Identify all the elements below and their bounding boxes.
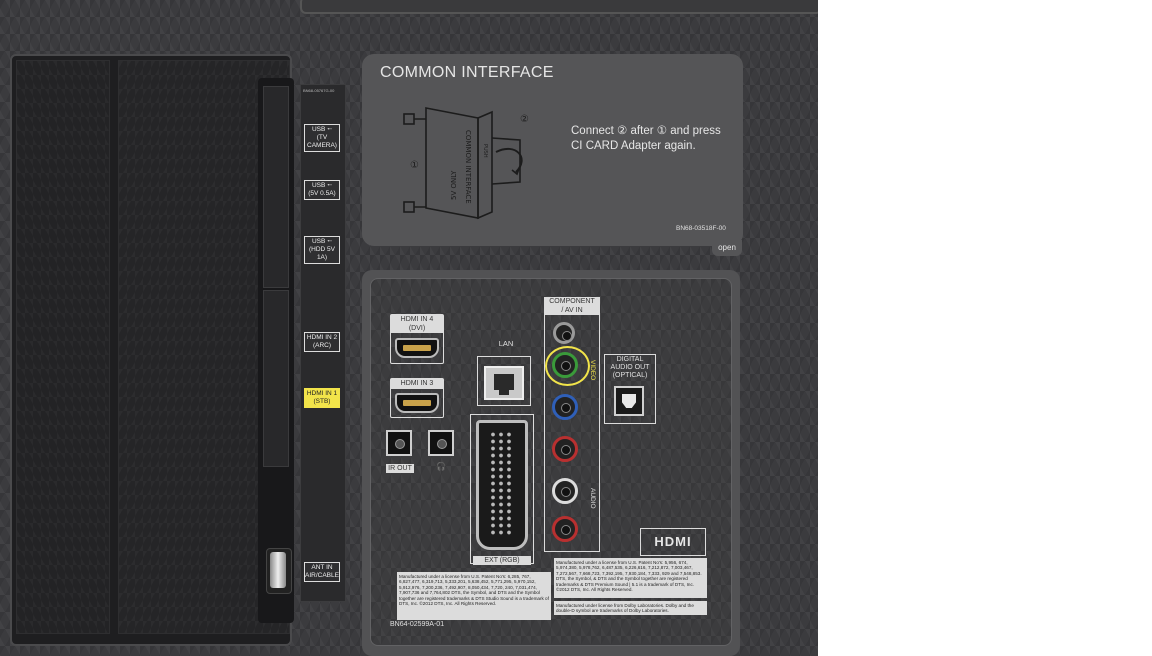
ci-card-text-3: 5V ONLY [450, 170, 458, 200]
hdmi-in-1-label: HDMI IN 1 (STB) [304, 388, 340, 408]
ant-label-title: ANT IN [311, 564, 333, 571]
legal-text-left: Manufactured under a license from U.S. P… [397, 572, 551, 620]
model-code: BN64-02599A-01 [390, 621, 445, 628]
ci-step2-text: ② [520, 114, 529, 125]
ci-card-text-2: PUSH [482, 144, 488, 158]
video-label: VIDEO [589, 360, 596, 381]
usb-label-sub: (5V 0.5A) [308, 190, 336, 197]
digital-label-line3: (OPTICAL) [612, 372, 648, 379]
ir-out-jack[interactable] [386, 430, 412, 456]
ant-in-label: ANT IN AIR/CABLE [304, 562, 340, 582]
audio-l-white-jack[interactable] [552, 478, 578, 504]
ci-instruction-line-1: Connect ② after ① and press [571, 125, 721, 137]
hdmi-logo: HDMI [640, 528, 706, 556]
hdmi-in-4-title: HDMI IN 4 [400, 316, 434, 323]
optical-port[interactable] [614, 386, 644, 416]
component-pr-red-jack[interactable] [552, 436, 578, 462]
hdmi-in-4-sub: (DVI) [408, 325, 426, 332]
headphone-jack[interactable] [428, 430, 454, 456]
hdmi-in-3-port[interactable] [395, 393, 439, 413]
top-strip [300, 0, 818, 14]
usb-slot-area [263, 86, 289, 288]
audio-label: AUDIO [589, 488, 596, 509]
usb-label-title: USB ⭪ [311, 126, 333, 133]
hdmi-in-4-frame [390, 314, 444, 364]
ci-card-text-1: COMMON INTERFACE [464, 130, 472, 204]
ci-open-tab[interactable]: open [712, 240, 742, 256]
ci-step1-text: ① [410, 160, 419, 171]
hdmi-in-4-label: HDMI IN 4 (DVI) [391, 315, 443, 333]
hdmi-in-3-frame [390, 378, 444, 418]
usb-label-sub: (TV CAMERA) [307, 134, 337, 149]
video-y-green-jack[interactable] [552, 352, 578, 378]
headphone-icon: 🎧 [436, 462, 446, 471]
digital-audio-frame [604, 354, 656, 424]
component-frame [544, 314, 600, 552]
ci-code: BN68-03518F-00 [676, 225, 726, 232]
digital-label-line1: DIGITAL [616, 356, 644, 363]
lan-port[interactable] [484, 366, 524, 400]
hdmi-in-4-port[interactable] [395, 338, 439, 358]
scart-port[interactable] [476, 420, 528, 550]
usb-5v-label: USB ⭪ (5V 0.5A) [304, 180, 340, 200]
video-yellow-highlight [545, 346, 590, 386]
component-label: COMPONENT / AV IN [544, 297, 600, 315]
hdmi-label-sub: (ARC) [312, 342, 332, 349]
antenna-connector[interactable] [270, 552, 286, 588]
component-audio-in-jack[interactable] [553, 322, 575, 344]
side-strip-code: BN68-05767G-00 [303, 88, 335, 93]
left-cover-panel-a [16, 60, 110, 634]
legal-text-right: Manufactured under a license from U.S. P… [554, 558, 707, 598]
digital-audio-label: DIGITAL AUDIO OUT (OPTICAL) [605, 356, 655, 380]
lan-label: LAN [498, 339, 514, 348]
lan-frame [477, 356, 531, 406]
hdmi-slot-area [263, 290, 289, 467]
ci-instruction: Connect ② after ① and press CI CARD Adap… [571, 124, 741, 154]
component-label-line1: COMPONENT [549, 298, 595, 305]
component-label-line2: / AV IN [561, 307, 583, 314]
audio-r-red-jack[interactable] [552, 516, 578, 542]
digital-label-line2: AUDIO OUT [610, 364, 650, 371]
tv-back-panel-photo: BN68-05767G-00 USB ⭪ (TV CAMERA) USB ⭪ (… [0, 0, 818, 656]
hdmi-in-2-label: HDMI IN 2 (ARC) [304, 332, 340, 352]
hdmi-label-title: HDMI IN 2 [306, 334, 338, 341]
ci-card-diagram-icon: ① ② COMMON INTERFACE 5V ONLY PUSH [403, 107, 529, 220]
usb-tv-camera-label: USB ⭪ (TV CAMERA) [304, 124, 340, 152]
ant-label-sub: AIR/CABLE [305, 572, 339, 579]
hdmi-in-3-label: HDMI IN 3 [391, 379, 443, 389]
usb-label-title: USB ⭪ [311, 182, 333, 189]
usb-label-sub: (HDD 5V 1A) [308, 246, 335, 261]
ci-instruction-line-2: CI CARD Adapter again. [571, 140, 696, 152]
ext-label: EXT (RGB) [473, 556, 531, 565]
usb-label-title: USB ⭪ [311, 238, 333, 245]
hdmi-label-title: HDMI IN 1 [306, 390, 338, 397]
usb-hdd-label: USB ⭪ (HDD 5V 1A) [304, 236, 340, 264]
component-pb-blue-jack[interactable] [552, 394, 578, 420]
ci-title: COMMON INTERFACE [380, 64, 554, 81]
hdmi-label-sub: (STB) [313, 398, 331, 405]
ir-out-label: IR OUT [386, 464, 414, 473]
legal-text-dolby: Manufactured under license from Dolby La… [554, 601, 707, 615]
